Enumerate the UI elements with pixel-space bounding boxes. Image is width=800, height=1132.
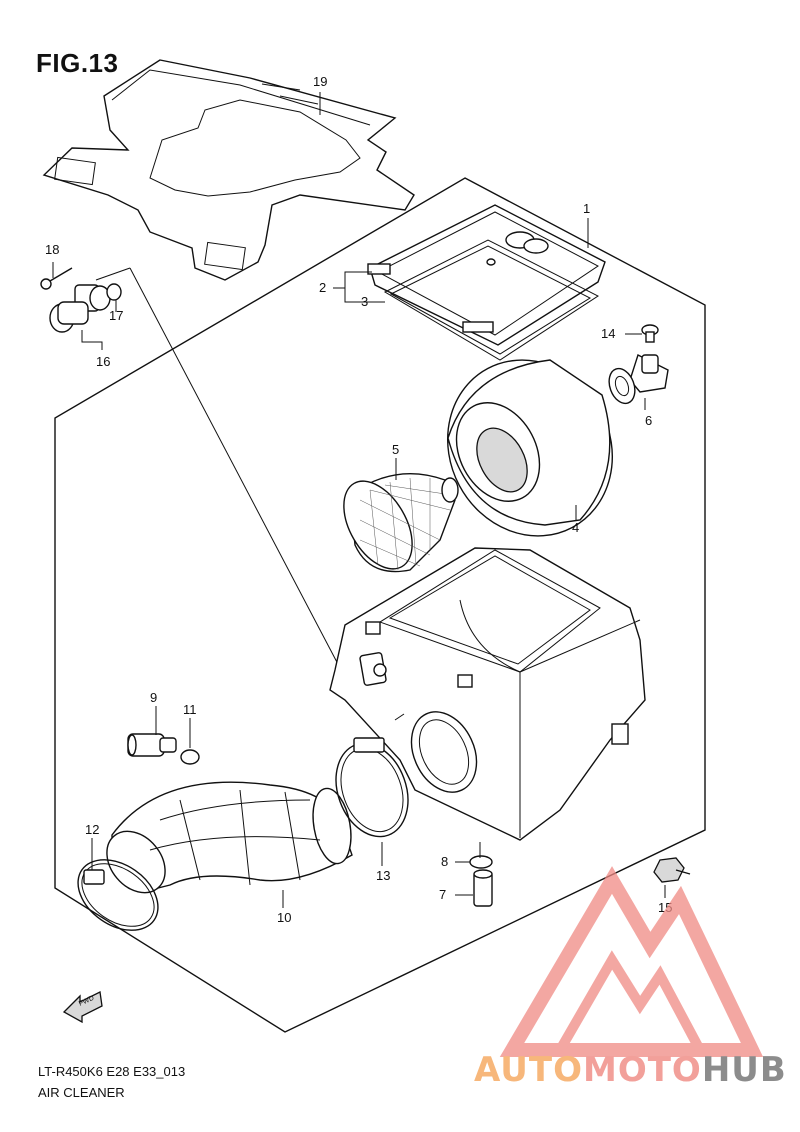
callout-8: 8 xyxy=(441,854,448,869)
callout-14: 14 xyxy=(601,326,615,341)
callout-12: 12 xyxy=(85,822,99,837)
part-15-bolt xyxy=(653,857,691,883)
part-6-grommet xyxy=(608,354,669,405)
callout-5: 5 xyxy=(392,442,399,457)
model-code: LT-R450K6 E28 E33_013 xyxy=(38,1064,186,1079)
part-18-screw xyxy=(40,267,73,290)
section-name: AIR CLEANER xyxy=(38,1085,125,1100)
figure-title: FIG.13 xyxy=(36,48,119,78)
watermark-wordmark: AUTOMOTOHUB xyxy=(474,1050,787,1090)
callout-7: 7 xyxy=(439,887,446,902)
part-7-drain-plug xyxy=(473,869,493,907)
watermark-part-auto: AUTO xyxy=(474,1050,583,1090)
part-16-breather xyxy=(49,284,111,333)
part-10-intake-duct xyxy=(106,781,353,894)
part-9-fitting xyxy=(127,733,177,757)
leader-16-box xyxy=(129,267,341,669)
callout-6: 6 xyxy=(645,413,652,428)
callout-17: 17 xyxy=(109,308,123,323)
callout-4: 4 xyxy=(572,520,579,535)
watermark-part-hub: HUB xyxy=(701,1050,787,1090)
callout-3: 3 xyxy=(361,294,368,309)
leader-lines xyxy=(52,92,666,908)
watermark-part-moto: MOTO xyxy=(582,1050,702,1090)
part-13-clamp xyxy=(335,737,409,838)
callout-19: 19 xyxy=(313,74,327,89)
part-case xyxy=(329,547,646,841)
callout-18: 18 xyxy=(45,242,59,257)
callout-11: 11 xyxy=(183,702,197,717)
part-1-cover xyxy=(367,204,606,346)
callout-10: 10 xyxy=(277,910,291,925)
callout-13: 13 xyxy=(376,868,390,883)
part-11-clamp xyxy=(180,749,200,765)
callout-1: 1 xyxy=(583,201,590,216)
part-12-clamp xyxy=(77,859,159,931)
part-4-filter-element xyxy=(446,359,614,537)
watermark-logo-icon xyxy=(499,866,764,1057)
part-5-filter-cage xyxy=(343,472,459,573)
callout-9: 9 xyxy=(150,690,157,705)
part-19-seal-plate xyxy=(42,59,415,281)
assembly-outline xyxy=(54,177,706,1033)
part-3-gasket xyxy=(383,239,599,361)
fwd-arrow-icon: FWD xyxy=(62,991,103,1024)
callout-16: 16 xyxy=(96,354,110,369)
callout-2: 2 xyxy=(319,280,326,295)
part-8-clip xyxy=(469,855,493,869)
part-14-screw xyxy=(641,324,659,343)
part-17-o-ring xyxy=(106,283,122,301)
